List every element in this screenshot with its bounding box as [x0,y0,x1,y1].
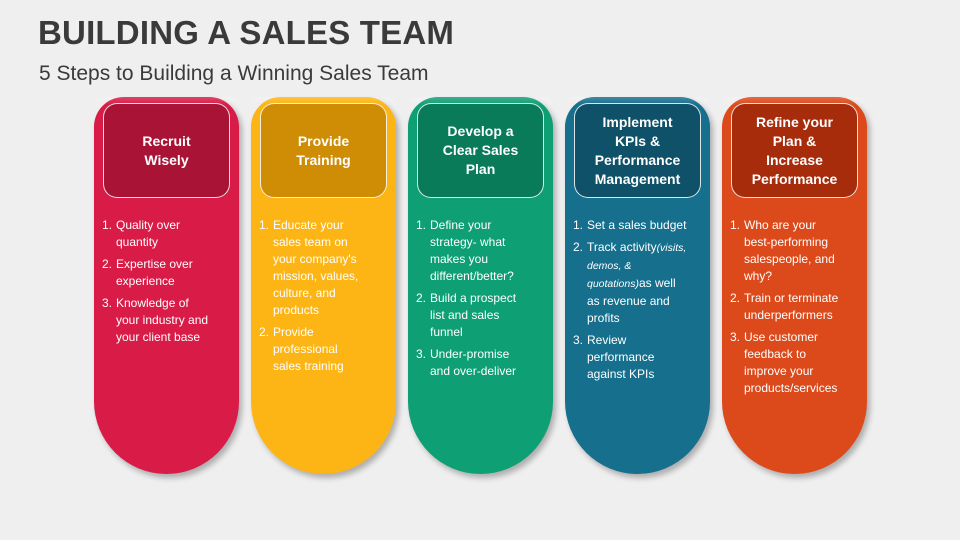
list-item: 2.Provide professional sales training [259,325,344,373]
step-list: 1.Set a sales budget 2.Track activity(vi… [573,217,707,388]
step-heading-box: Implement KPIs & Performance Management [574,103,701,198]
list-item: 1.Educate your sales team on your compan… [259,218,359,317]
list-item: 2.Build a prospect list and sales funnel [416,291,517,339]
list-item: 1.Who are your best-performing salespeop… [730,218,835,283]
list-item: 1.Set a sales budget [573,218,687,232]
step-pillar-training: Provide Training 1.Educate your sales te… [251,97,396,474]
step-heading-box: Provide Training [260,103,387,198]
step-list: 1.Define your strategy- what makes you d… [416,217,550,385]
step-heading-box: Recruit Wisely [103,103,230,198]
step-pillar-kpis: Implement KPIs & Performance Management … [565,97,710,474]
list-item: 2.Track activity(visits, demos, & quotat… [573,240,687,325]
list-item: 3.Review performance against KPIs [573,333,655,381]
list-item: 2.Expertise over experience [102,257,193,288]
step-list: 1.Who are your best-performing salespeop… [730,217,864,402]
list-item: 1.Define your strategy- what makes you d… [416,218,514,283]
step-heading-box: Refine your Plan & Increase Performance [731,103,858,198]
page-subtitle: 5 Steps to Building a Winning Sales Team [39,62,429,85]
step-list: 1.Educate your sales team on your compan… [259,217,393,380]
step-pillar-refine: Refine your Plan & Increase Performance … [722,97,867,474]
list-item: 3.Use customer feedback to improve your … [730,330,838,395]
list-item: 1.Quality over quantity [102,218,181,249]
step-pillar-sales-plan: Develop a Clear Sales Plan 1.Define your… [408,97,553,474]
list-item: 2.Train or terminate underperformers [730,291,839,322]
list-item: 3.Under-promise and over-deliver [416,347,517,378]
steps-diagram: Recruit Wisely 1.Quality over quantity 2… [94,97,867,475]
step-heading-box: Develop a Clear Sales Plan [417,103,544,198]
list-item: 3.Knowledge of your industry and your cl… [102,296,209,344]
step-pillar-recruit: Recruit Wisely 1.Quality over quantity 2… [94,97,239,474]
step-list: 1.Quality over quantity 2.Expertise over… [102,217,236,351]
page-title: BUILDING A SALES TEAM [38,14,455,51]
